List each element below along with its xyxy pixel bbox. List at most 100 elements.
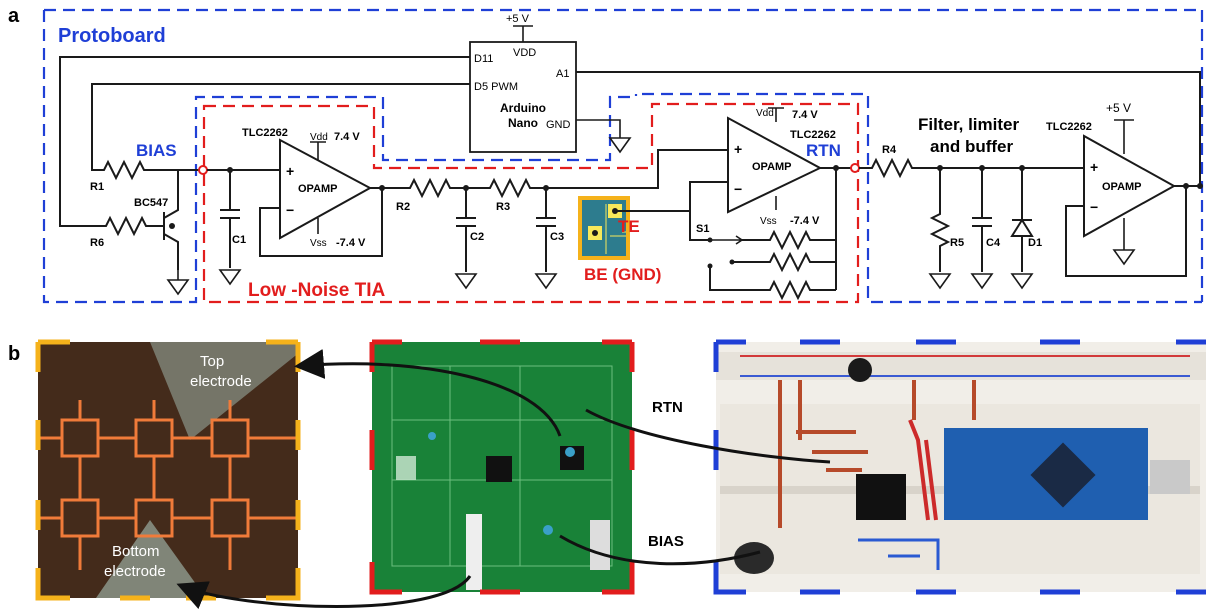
wire-bias (559, 534, 761, 566)
opamp-2 (727, 116, 823, 214)
transistor-ground (166, 270, 190, 296)
feedback-resistor-1 (742, 229, 836, 251)
arduino-gnd-wire (576, 119, 621, 138)
opamp-2-minus: − (734, 181, 742, 197)
wire-d11-to-r6 (59, 56, 470, 227)
bc547-label: BC547 (134, 197, 168, 209)
c2-label: C2 (470, 231, 484, 243)
protoboard-label: Protoboard (58, 25, 166, 47)
opamp-1-feedback (259, 188, 383, 257)
transistor-bc547 (160, 170, 179, 270)
opamp-2-vdd-rail (768, 107, 784, 122)
c1-label: C1 (232, 234, 246, 246)
opamp-2-plus: + (734, 141, 742, 157)
breadboard-capacitor (848, 358, 872, 382)
junction-opamp1-out (379, 185, 385, 191)
breadboard-opamp (856, 474, 906, 520)
pcb-opamp-chip-1 (486, 456, 512, 482)
junction-a1-feed (1197, 183, 1203, 189)
r4-label: R4 (882, 144, 897, 156)
opamp-3-minus: − (1090, 199, 1098, 215)
arrow-te-to-top-electrode (294, 349, 562, 437)
filter-label-line2: and buffer (930, 137, 1013, 156)
opamp-1-vdd-rail (310, 141, 326, 160)
c4-label: C4 (986, 237, 1001, 249)
arduino-nano-block (469, 41, 577, 153)
opamp-3-ground (1112, 249, 1136, 266)
panel-b-label: b (8, 343, 20, 365)
te-label: TE (618, 217, 640, 236)
rtn-label: RTN (806, 141, 841, 160)
opamp-3-supply-label: +5 V (1106, 101, 1131, 115)
opamp-3-feedback (1065, 186, 1187, 277)
opamp-1-plus: + (286, 163, 294, 179)
wire-te-to-opamp2 (615, 181, 728, 212)
protoboard-photo (713, 339, 1206, 595)
opamp-2-label: OPAMP (752, 161, 792, 173)
pin-d5-label: D5 PWM (474, 81, 518, 93)
opamp-1-vdd: Vdd (310, 132, 328, 143)
wire-d5-to-r1 (91, 83, 470, 171)
arrow-be-to-bottom-electrode (176, 575, 472, 610)
tia-border (202, 102, 860, 304)
photo-bias-label: BIAS (648, 533, 684, 550)
pin-gnd-label: GND (546, 119, 571, 131)
arduino-supply-rail (513, 25, 533, 42)
filter-label-line1: Filter, limiter (918, 115, 1019, 134)
opamp-1-label: OPAMP (298, 183, 338, 195)
wire-to-s1 (689, 211, 708, 241)
top-electrode-line2: electrode (190, 373, 252, 390)
d1-label: D1 (1028, 237, 1042, 249)
tia-pcb-photo (369, 339, 635, 595)
diode-d1 (1010, 168, 1034, 272)
bottom-electrode-line1: Bottom (112, 543, 160, 560)
tlc2262-2-label: TLC2262 (790, 129, 836, 141)
top-electrode-line1: Top (200, 353, 224, 370)
arduino-name-line2: Nano (508, 116, 538, 130)
r1-label: R1 (90, 181, 104, 193)
device-micrograph: Top electrode Bottom electrode (35, 339, 301, 601)
arduino-supply-label: +5 V (506, 13, 530, 25)
opamp-3-plus: + (1090, 159, 1098, 175)
opamp-1-vss: Vss (310, 238, 327, 249)
opamp-1 (279, 138, 373, 240)
opamp-1-vdd-val: 7.4 V (334, 131, 360, 143)
pin-a1-label: A1 (556, 68, 569, 80)
tia-input-node (198, 165, 208, 175)
r5-ground (928, 273, 952, 290)
opamp-3-label: OPAMP (1102, 181, 1142, 193)
feedback-resistor-3 (709, 266, 836, 301)
opamp-2-vss: Vss (760, 216, 777, 227)
opamp-2-vss-val: -7.4 V (790, 215, 820, 227)
breadboard-transistor (734, 542, 774, 574)
c4-ground (970, 273, 994, 290)
r6-label: R6 (90, 237, 104, 249)
s1-label: S1 (696, 223, 709, 235)
arduino-name-line1: Arduino (500, 101, 546, 115)
c1-ground (218, 269, 242, 286)
resistor-r4 (859, 157, 1084, 179)
bias-label: BIAS (136, 141, 177, 160)
resistors-r2-r3 (370, 149, 728, 199)
opamp-3 (1083, 134, 1177, 238)
arduino-ground-symbol (608, 137, 632, 154)
wire-rtn (585, 408, 831, 464)
panel-a-label: a (8, 5, 20, 27)
opamp-3-vdd-rail (1114, 119, 1134, 154)
c2-ground (454, 273, 478, 290)
c3-label: C3 (550, 231, 564, 243)
capacitor-c4 (972, 168, 992, 272)
tia-output-node (850, 163, 860, 173)
r5-label: R5 (950, 237, 964, 249)
tlc2262-3-label: TLC2262 (1046, 121, 1092, 133)
bottom-electrode-line2: electrode (104, 563, 166, 580)
device-traces (605, 204, 626, 254)
capacitor-c2 (456, 188, 476, 272)
pcb-connector (466, 514, 482, 590)
feedback-resistor-2 (732, 251, 836, 273)
capacitor-c3 (536, 188, 556, 272)
protoboard-border-left (42, 8, 1202, 304)
photo-rtn-label: RTN (652, 399, 683, 416)
r3-label: R3 (496, 201, 510, 213)
